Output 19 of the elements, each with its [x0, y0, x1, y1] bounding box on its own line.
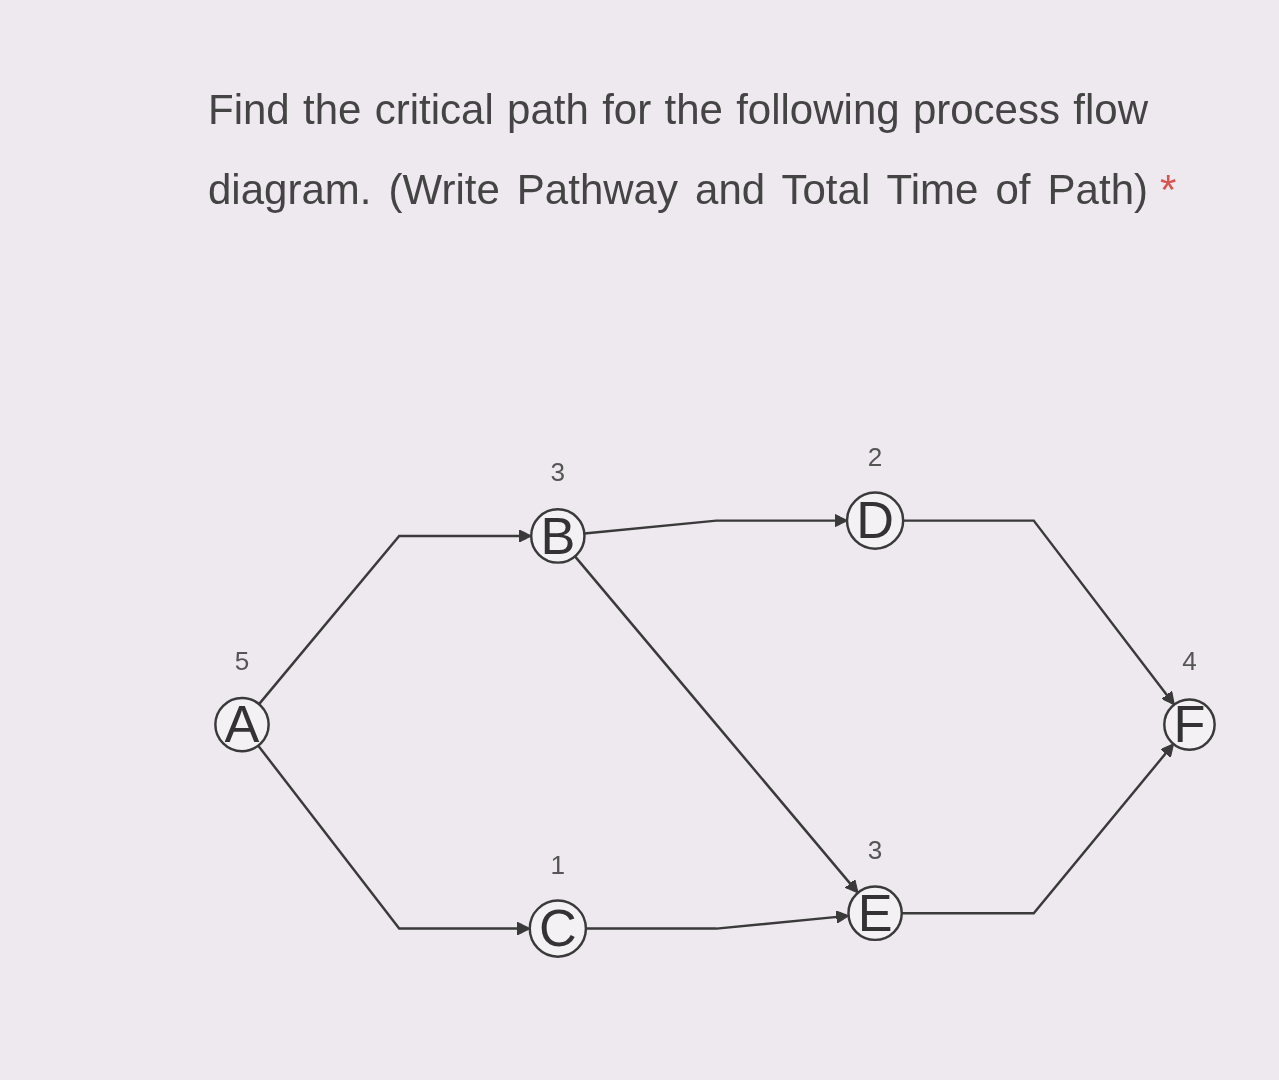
required-mark: * — [1160, 166, 1177, 213]
node-circle: E — [847, 885, 903, 942]
node-circle: F — [1163, 698, 1216, 751]
arrow — [574, 555, 859, 894]
node-circle: B — [529, 508, 586, 564]
node-circle: C — [528, 899, 588, 958]
duration-label: 4 — [1182, 646, 1197, 677]
arrow — [903, 519, 1175, 706]
duration-label: 3 — [550, 457, 566, 488]
duration-label: 3 — [867, 834, 883, 865]
node-circle: A — [214, 696, 270, 753]
question-title: Find the critical path for the following process flow diagram. (Write Pathway and Total Time of Path) — [208, 85, 1148, 215]
duration-label: 2 — [867, 442, 883, 473]
duration-label: 5 — [234, 646, 250, 677]
arrow — [258, 529, 532, 705]
duration-label: 1 — [550, 850, 566, 881]
arrow — [584, 513, 848, 535]
node-circle: D — [845, 491, 905, 550]
arrow — [901, 743, 1175, 915]
